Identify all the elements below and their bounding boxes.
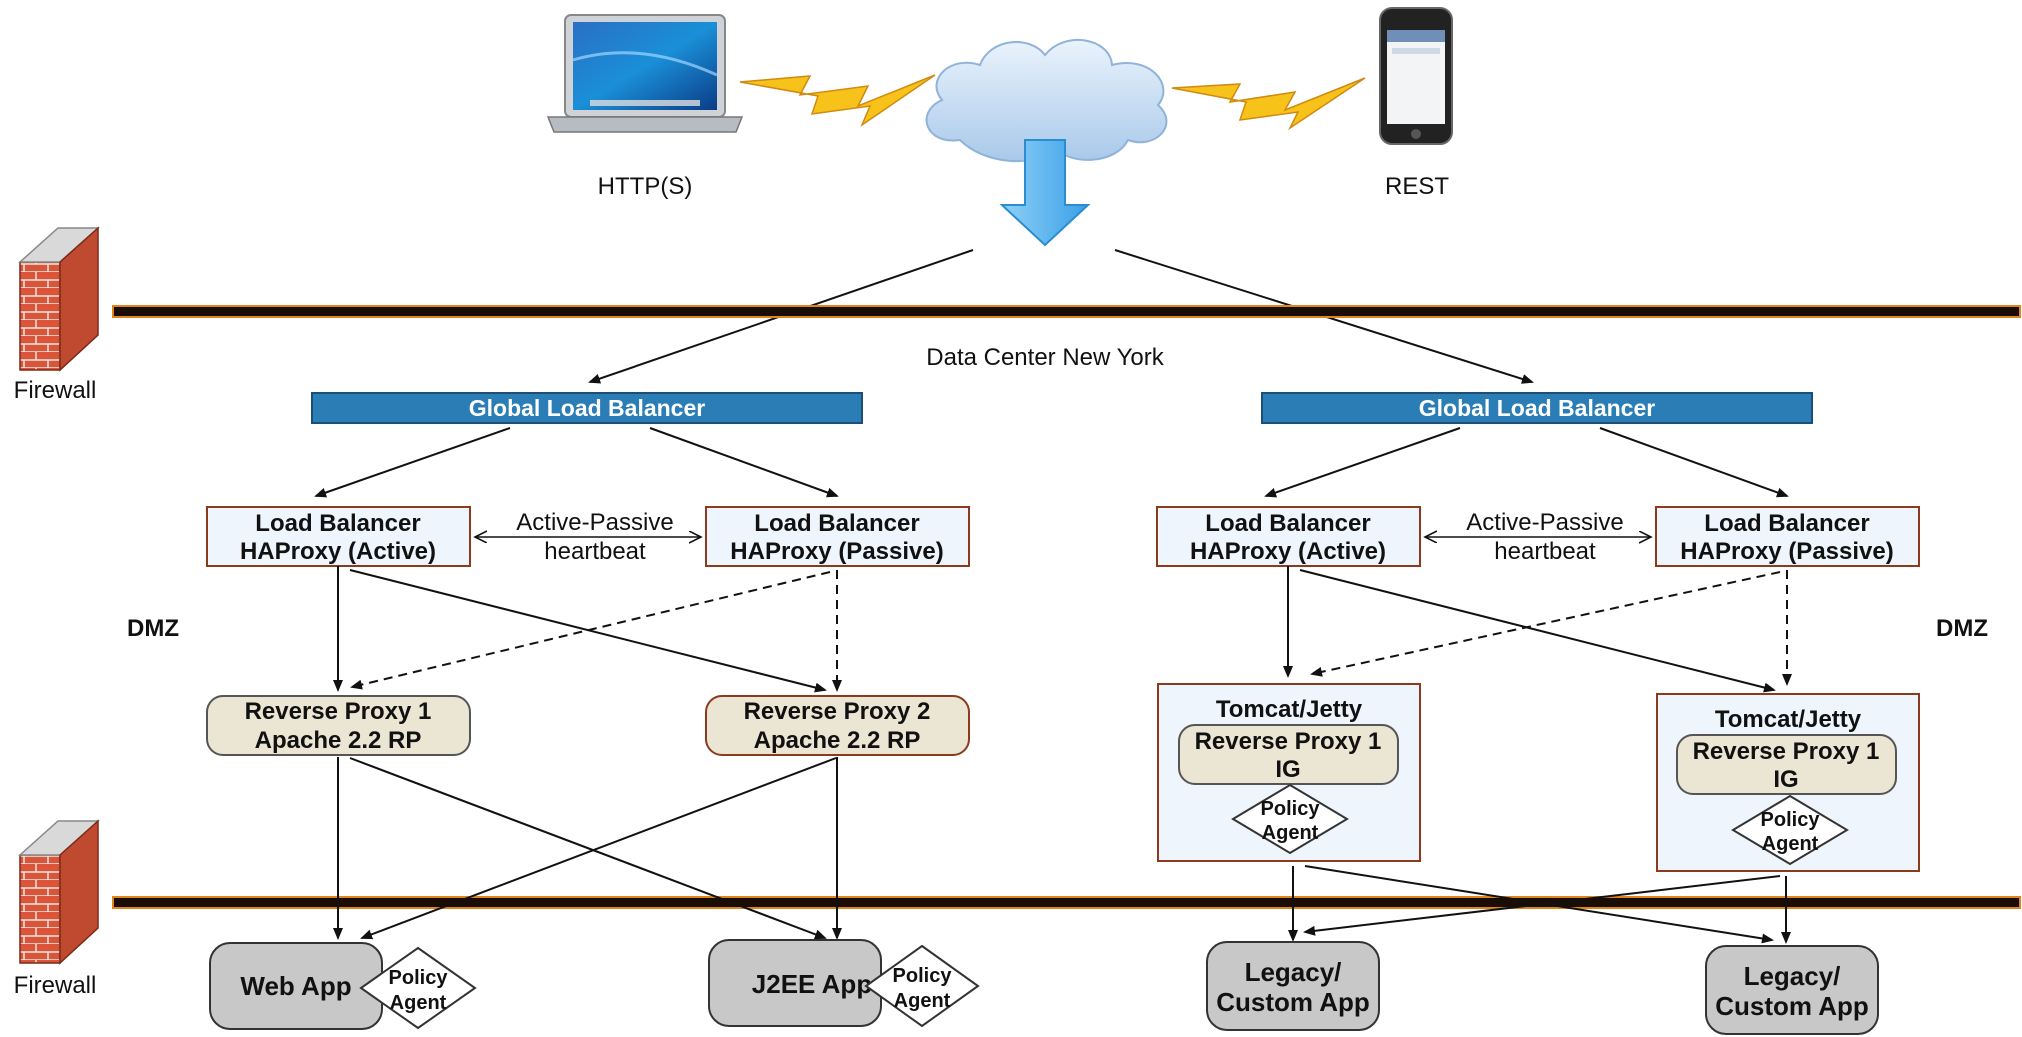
policy-agent-line2: Agent	[1762, 833, 1819, 855]
connector-arrow	[1264, 427, 1461, 498]
connector-arrow	[1303, 875, 1781, 936]
reverse-proxy-ig-1	[1178, 724, 1399, 785]
connector-arrow-dashed	[1310, 571, 1781, 677]
lb-passive-left-line2: HAProxy (Passive)	[730, 538, 943, 565]
left-cluster: Global Load Balancer Load Balancer HAPro…	[206, 392, 980, 1030]
lightning-bolt-icon	[739, 74, 936, 128]
right-cluster: Global Load Balancer Load Balancer HAPro…	[1156, 392, 1920, 1035]
policy-agent-diamond	[1731, 794, 1849, 866]
global-load-balancer-left	[311, 392, 863, 424]
connector-arrow-dashed	[350, 571, 831, 690]
policy-agent-diamond	[1231, 783, 1349, 855]
lb-passive-left	[705, 506, 970, 567]
global-load-balancer-left-label: Global Load Balancer	[469, 395, 705, 421]
rp1-left-line2: Apache 2.2 RP	[255, 727, 422, 754]
firewall-wall-icon	[18, 819, 100, 965]
down-arrow-icon	[999, 139, 1091, 247]
dmz-label-right: DMZ	[1936, 615, 1988, 642]
ig-2-line1: Reverse Proxy 1	[1693, 738, 1880, 765]
firewall-label-bottom: Firewall	[14, 972, 97, 999]
container-2-title: Tomcat/Jetty	[1715, 706, 1862, 733]
phone-label: REST	[1385, 173, 1449, 200]
legacy-custom-app-2	[1705, 945, 1879, 1035]
lb-active-right-line1: Load Balancer	[1205, 510, 1370, 537]
policy-agent-line1: Policy	[1261, 798, 1321, 820]
policy-agent-diamond	[864, 944, 980, 1028]
firewall-line-top	[112, 305, 2021, 318]
ig-2-line2: IG	[1773, 766, 1798, 793]
legacy-app-2-line1: Legacy/	[1744, 961, 1841, 991]
firewall-line-bottom	[112, 896, 2021, 909]
legacy-app-2-line2: Custom App	[1715, 991, 1869, 1021]
legacy-custom-app-1	[1206, 941, 1380, 1031]
reverse-proxy-ig-2	[1676, 734, 1897, 795]
reverse-proxy-2-left	[705, 695, 970, 756]
policy-agent-line1: Policy	[389, 967, 449, 989]
connector-arrow	[349, 757, 827, 940]
policy-agent-line2: Agent	[390, 992, 447, 1014]
dmz-label-left: DMZ	[127, 615, 179, 642]
policy-agent-line2: Agent	[894, 990, 951, 1012]
firewall-wall-icon	[18, 226, 100, 372]
lb-passive-right-line1: Load Balancer	[1704, 510, 1869, 537]
rp2-left-line1: Reverse Proxy 2	[744, 698, 931, 725]
heartbeat-left-line1: Active-Passive	[516, 509, 673, 536]
lb-active-left-line1: Load Balancer	[255, 510, 420, 537]
policy-agent-line1: Policy	[893, 965, 953, 987]
policy-agent-line2: Agent	[1262, 822, 1319, 844]
cloud-icon	[925, 39, 1168, 163]
lb-active-left	[206, 506, 471, 567]
connector-arrow	[1299, 569, 1776, 693]
lb-passive-left-line1: Load Balancer	[754, 510, 919, 537]
reverse-proxy-1-left	[206, 695, 471, 756]
rp1-left-line1: Reverse Proxy 1	[245, 698, 432, 725]
lb-passive-right-line2: HAProxy (Passive)	[1680, 538, 1893, 565]
global-load-balancer-right-label: Global Load Balancer	[1419, 395, 1655, 421]
connector-arrow	[649, 427, 839, 498]
legacy-app-1-line1: Legacy/	[1245, 957, 1342, 987]
policy-agent-diamond	[359, 946, 477, 1030]
legacy-app-1-line2: Custom App	[1216, 987, 1370, 1017]
rp2-left-line2: Apache 2.2 RP	[754, 727, 921, 754]
ig-1-line2: IG	[1275, 756, 1300, 783]
web-app-label: Web App	[240, 971, 351, 1001]
lb-active-left-line2: HAProxy (Active)	[240, 538, 436, 565]
heartbeat-right-line1: Active-Passive	[1466, 509, 1623, 536]
connector-arrow	[349, 569, 827, 693]
ig-1-line1: Reverse Proxy 1	[1195, 728, 1382, 755]
container-1-title: Tomcat/Jetty	[1216, 696, 1363, 723]
smartphone-icon	[1379, 7, 1453, 145]
laptop-icon	[546, 14, 744, 133]
lb-passive-right	[1655, 506, 1920, 567]
heartbeat-right-line2: heartbeat	[1494, 538, 1596, 565]
firewall-label-top: Firewall	[14, 377, 97, 404]
j2ee-app-label: J2EE App	[752, 969, 872, 999]
lb-active-right-line2: HAProxy (Active)	[1190, 538, 1386, 565]
connector-arrow	[314, 427, 511, 498]
laptop-label: HTTP(S)	[598, 173, 693, 200]
policy-agent-line1: Policy	[1761, 809, 1821, 831]
connector-arrow	[1304, 865, 1774, 944]
global-load-balancer-right	[1261, 392, 1813, 424]
datacenter-title: Data Center New York	[926, 344, 1164, 371]
connector-arrow	[360, 757, 837, 940]
lightning-bolt-icon	[1171, 77, 1366, 131]
connector-arrow	[1599, 427, 1789, 498]
heartbeat-left-line2: heartbeat	[544, 538, 646, 565]
